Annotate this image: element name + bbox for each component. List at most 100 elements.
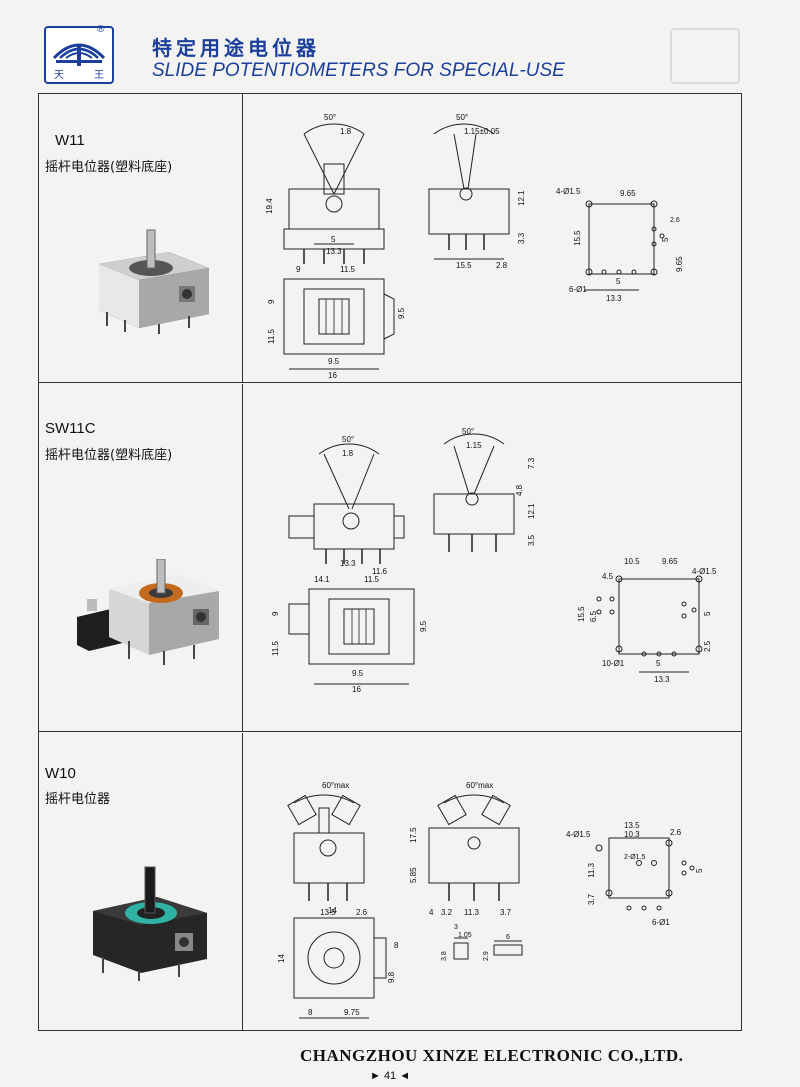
dim-hole-width: 13.3 xyxy=(654,675,670,684)
dim-top-g: 16 xyxy=(352,685,361,694)
side-view xyxy=(428,123,510,260)
product-info-cell: SW11C 摇杆电位器(塑料底座) xyxy=(39,384,243,731)
dim-hole-pitch-a: 13.5 xyxy=(624,821,640,830)
page-title-en: SLIDE POTENTIOMETERS FOR SPECIAL-USE xyxy=(152,60,565,81)
page-number: ► 41 ◄ xyxy=(370,1070,411,1082)
dim-hole-dia: 4-Ø1.5 xyxy=(566,830,591,839)
technical-drawing-cell: 50° 1.8 19.4 5 13.3 50° 1.15±0.05 15.5 2… xyxy=(244,94,741,382)
dim-angle: 50° xyxy=(324,113,336,122)
dim-body-h: 12.1 xyxy=(517,190,526,206)
registered-mark: ® xyxy=(97,24,105,35)
page-header: 天 王 ® 特定用途电位器 SLIDE POTENTIOMETERS FOR S… xyxy=(0,0,800,95)
dim-term-d: 2.9 xyxy=(483,951,490,961)
top-view xyxy=(293,917,387,1019)
hole-pattern xyxy=(596,575,703,673)
dim-hole-small: 2.6 xyxy=(670,828,682,837)
dim-width: 13.3 xyxy=(326,247,342,256)
dim-hole-pin: 5 xyxy=(616,277,621,286)
dim-pin-dia: 6-Ø1 xyxy=(652,918,670,927)
page-title-cn: 特定用途电位器 xyxy=(152,36,320,60)
dim-hole-small: 4.5 xyxy=(602,572,614,581)
dim-angle: 60°max xyxy=(322,781,349,790)
model-number: W11 xyxy=(55,132,85,149)
product-row-w11: W11 摇杆电位器(塑料底座) xyxy=(39,94,741,383)
dim-top-a: 9 xyxy=(296,265,301,274)
dim-hole-pitch-b: 10.3 xyxy=(624,830,640,839)
dimension-drawing-w11: 50° 1.8 19.4 5 13.3 50° 1.15±0.05 15.5 2… xyxy=(265,113,684,380)
dim-shaft-side: 1.15 xyxy=(466,441,482,450)
model-description: 摇杆电位器(塑料底座) xyxy=(45,448,173,463)
product-info-cell: W10 摇杆电位器 xyxy=(39,733,243,1030)
dim-hole-side: 5 xyxy=(661,237,670,242)
dim-hole-inner: 2-Ø1.5 xyxy=(624,854,646,861)
dim-depth: 15.5 xyxy=(456,261,472,270)
dim-hole-pitch-b: 9.65 xyxy=(662,557,678,566)
company-name-footer: CHANGZHOU XINZE ELECTRONIC CO.,LTD. xyxy=(300,1046,684,1065)
dim-offset: 2.6 xyxy=(356,908,368,917)
dim-hole-inner: 6.5 xyxy=(589,610,598,622)
dim-total-h: 17.5 xyxy=(409,827,418,843)
dim-width: 13.3 xyxy=(340,559,356,568)
dim-pin-dia: 10-Ø1 xyxy=(602,659,625,668)
dim-top-e: 9.5 xyxy=(419,620,428,632)
terminal-detail xyxy=(453,937,523,960)
model-number: W10 xyxy=(45,765,76,782)
side-view xyxy=(428,794,520,901)
dim-top-b: 14 xyxy=(277,954,286,963)
dim-term-a: 3 xyxy=(454,924,458,931)
logo-emblem-icon: 天 王 xyxy=(52,43,106,81)
model-description: 摇杆电位器(塑料底座) xyxy=(45,160,173,175)
product-photo-w11 xyxy=(99,229,209,334)
dim-top-b: 11.5 xyxy=(340,265,356,274)
dim-body-h: 12.1 xyxy=(527,503,536,519)
dim-offset: 2.8 xyxy=(496,261,508,270)
dim-hole-width: 13.3 xyxy=(606,294,622,303)
company-logo: 天 王 xyxy=(44,26,114,84)
dim-top-b: 11.5 xyxy=(364,575,380,584)
hole-pattern xyxy=(584,200,665,291)
top-view xyxy=(283,278,395,370)
dim-pin-b: 3.2 xyxy=(441,908,453,917)
dim-top-c: 8 xyxy=(394,941,399,950)
dim-top-f: 9.5 xyxy=(328,357,340,366)
dim-pin-h: 3.5 xyxy=(527,534,536,546)
dim-top-c: 9 xyxy=(271,611,280,616)
dim-top-d: 11.5 xyxy=(271,640,280,656)
model-description: 摇杆电位器 xyxy=(45,792,111,807)
dim-top-g: 16 xyxy=(328,371,337,380)
dim-top-a: 14 xyxy=(328,906,337,915)
dim-mid-h: 4.8 xyxy=(515,484,524,496)
dim-top-d: 9.8 xyxy=(387,971,396,983)
side-view xyxy=(433,433,515,552)
dim-hole-edge: 2.5 xyxy=(703,640,712,652)
dim-width: 13.5 xyxy=(320,908,336,917)
dim-angle-side: 50° xyxy=(456,113,468,122)
dim-pin-dia: 6-Ø1 xyxy=(569,285,587,294)
dim-offset: 11.6 xyxy=(372,567,388,576)
dim-top-e: 8 xyxy=(308,1008,313,1017)
dimension-drawing-w10: 60°max 13.5 2.6 60°max 17.5 5.85 4 3.2 1… xyxy=(277,781,704,1019)
front-view xyxy=(283,123,385,264)
hole-pattern xyxy=(595,837,695,911)
logo-char-left: 天 xyxy=(54,70,64,81)
dim-hole-vert: 9.65 xyxy=(675,256,684,272)
dim-term-c: 3.8 xyxy=(441,951,448,961)
front-view xyxy=(287,794,365,901)
dim-hole-side: 5 xyxy=(695,868,704,873)
model-number: SW11C xyxy=(45,420,96,437)
logo-char-right: 王 xyxy=(94,70,104,81)
dim-term-e: 6 xyxy=(506,934,510,941)
dim-top-d: 11.5 xyxy=(267,328,276,344)
product-row-sw11c: SW11C 摇杆电位器(塑料底座) xyxy=(39,384,741,732)
dim-shaft-tol: 1.15±0.05 xyxy=(464,127,500,136)
front-view xyxy=(288,443,405,564)
dim-angle-side: 60°max xyxy=(466,781,493,790)
dim-hole-small: 2.6 xyxy=(670,217,680,224)
dim-angle: 50° xyxy=(342,435,354,444)
dim-pin-h: 3.3 xyxy=(517,232,526,244)
dim-top-f: 9.75 xyxy=(344,1008,360,1017)
dim-side-offset: 3.7 xyxy=(500,908,512,917)
dim-shaft: 1.8 xyxy=(340,127,352,136)
dim-top-h: 7.3 xyxy=(527,457,536,469)
dim-hole-pitch: 9.65 xyxy=(620,189,636,198)
